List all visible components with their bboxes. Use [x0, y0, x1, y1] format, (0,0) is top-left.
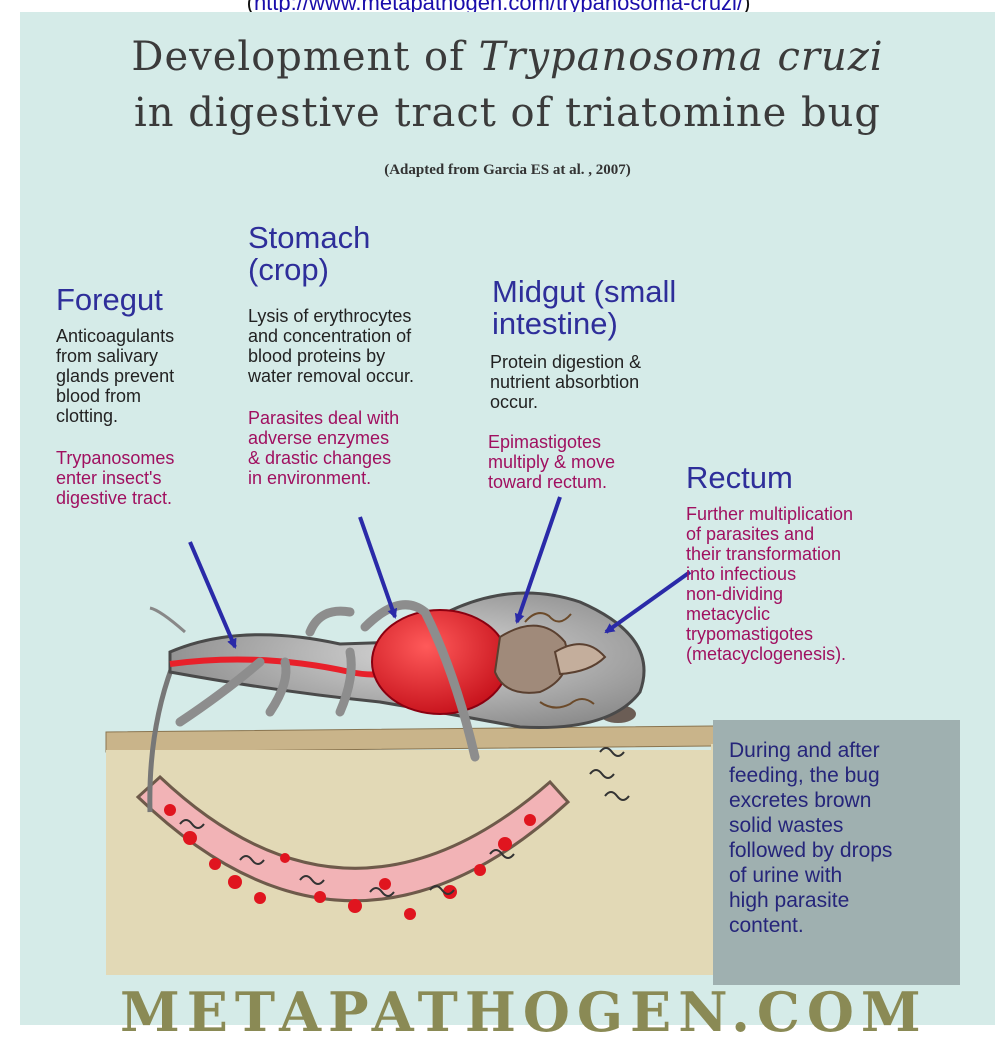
excretion-note-box: During and after feeding, the bug excret… [713, 720, 960, 985]
infographic-panel: Development of Trypanosoma cruzi in dige… [20, 12, 995, 1025]
midgut-heading: Midgut (small intestine) [492, 276, 676, 340]
foregut-description: Anticoagulants from salivary glands prev… [56, 326, 174, 426]
stomach-parasite-text: Parasites deal with adverse enzymes & dr… [248, 408, 399, 488]
site-logo: METAPATHOGEN.COM [120, 980, 900, 1044]
antenna [150, 608, 185, 632]
rectum-heading: Rectum [686, 462, 793, 494]
stomach-description: Lysis of erythrocytes and concentration … [248, 306, 414, 386]
midgut-parasite-text: Epimastigotes multiply & move toward rec… [488, 432, 615, 492]
stomach-heading: Stomach (crop) [248, 222, 370, 286]
foregut-heading: Foregut [56, 284, 163, 316]
excretion-note-text: During and after feeding, the bug excret… [729, 738, 954, 938]
foregut-parasite-text: Trypanosomes enter insect's digestive tr… [56, 448, 174, 508]
rectum-parasite-text: Further multiplication of parasites and … [686, 504, 853, 664]
midgut-description: Protein digestion & nutrient absorbtion … [490, 352, 641, 412]
crop-stomach [372, 610, 508, 714]
